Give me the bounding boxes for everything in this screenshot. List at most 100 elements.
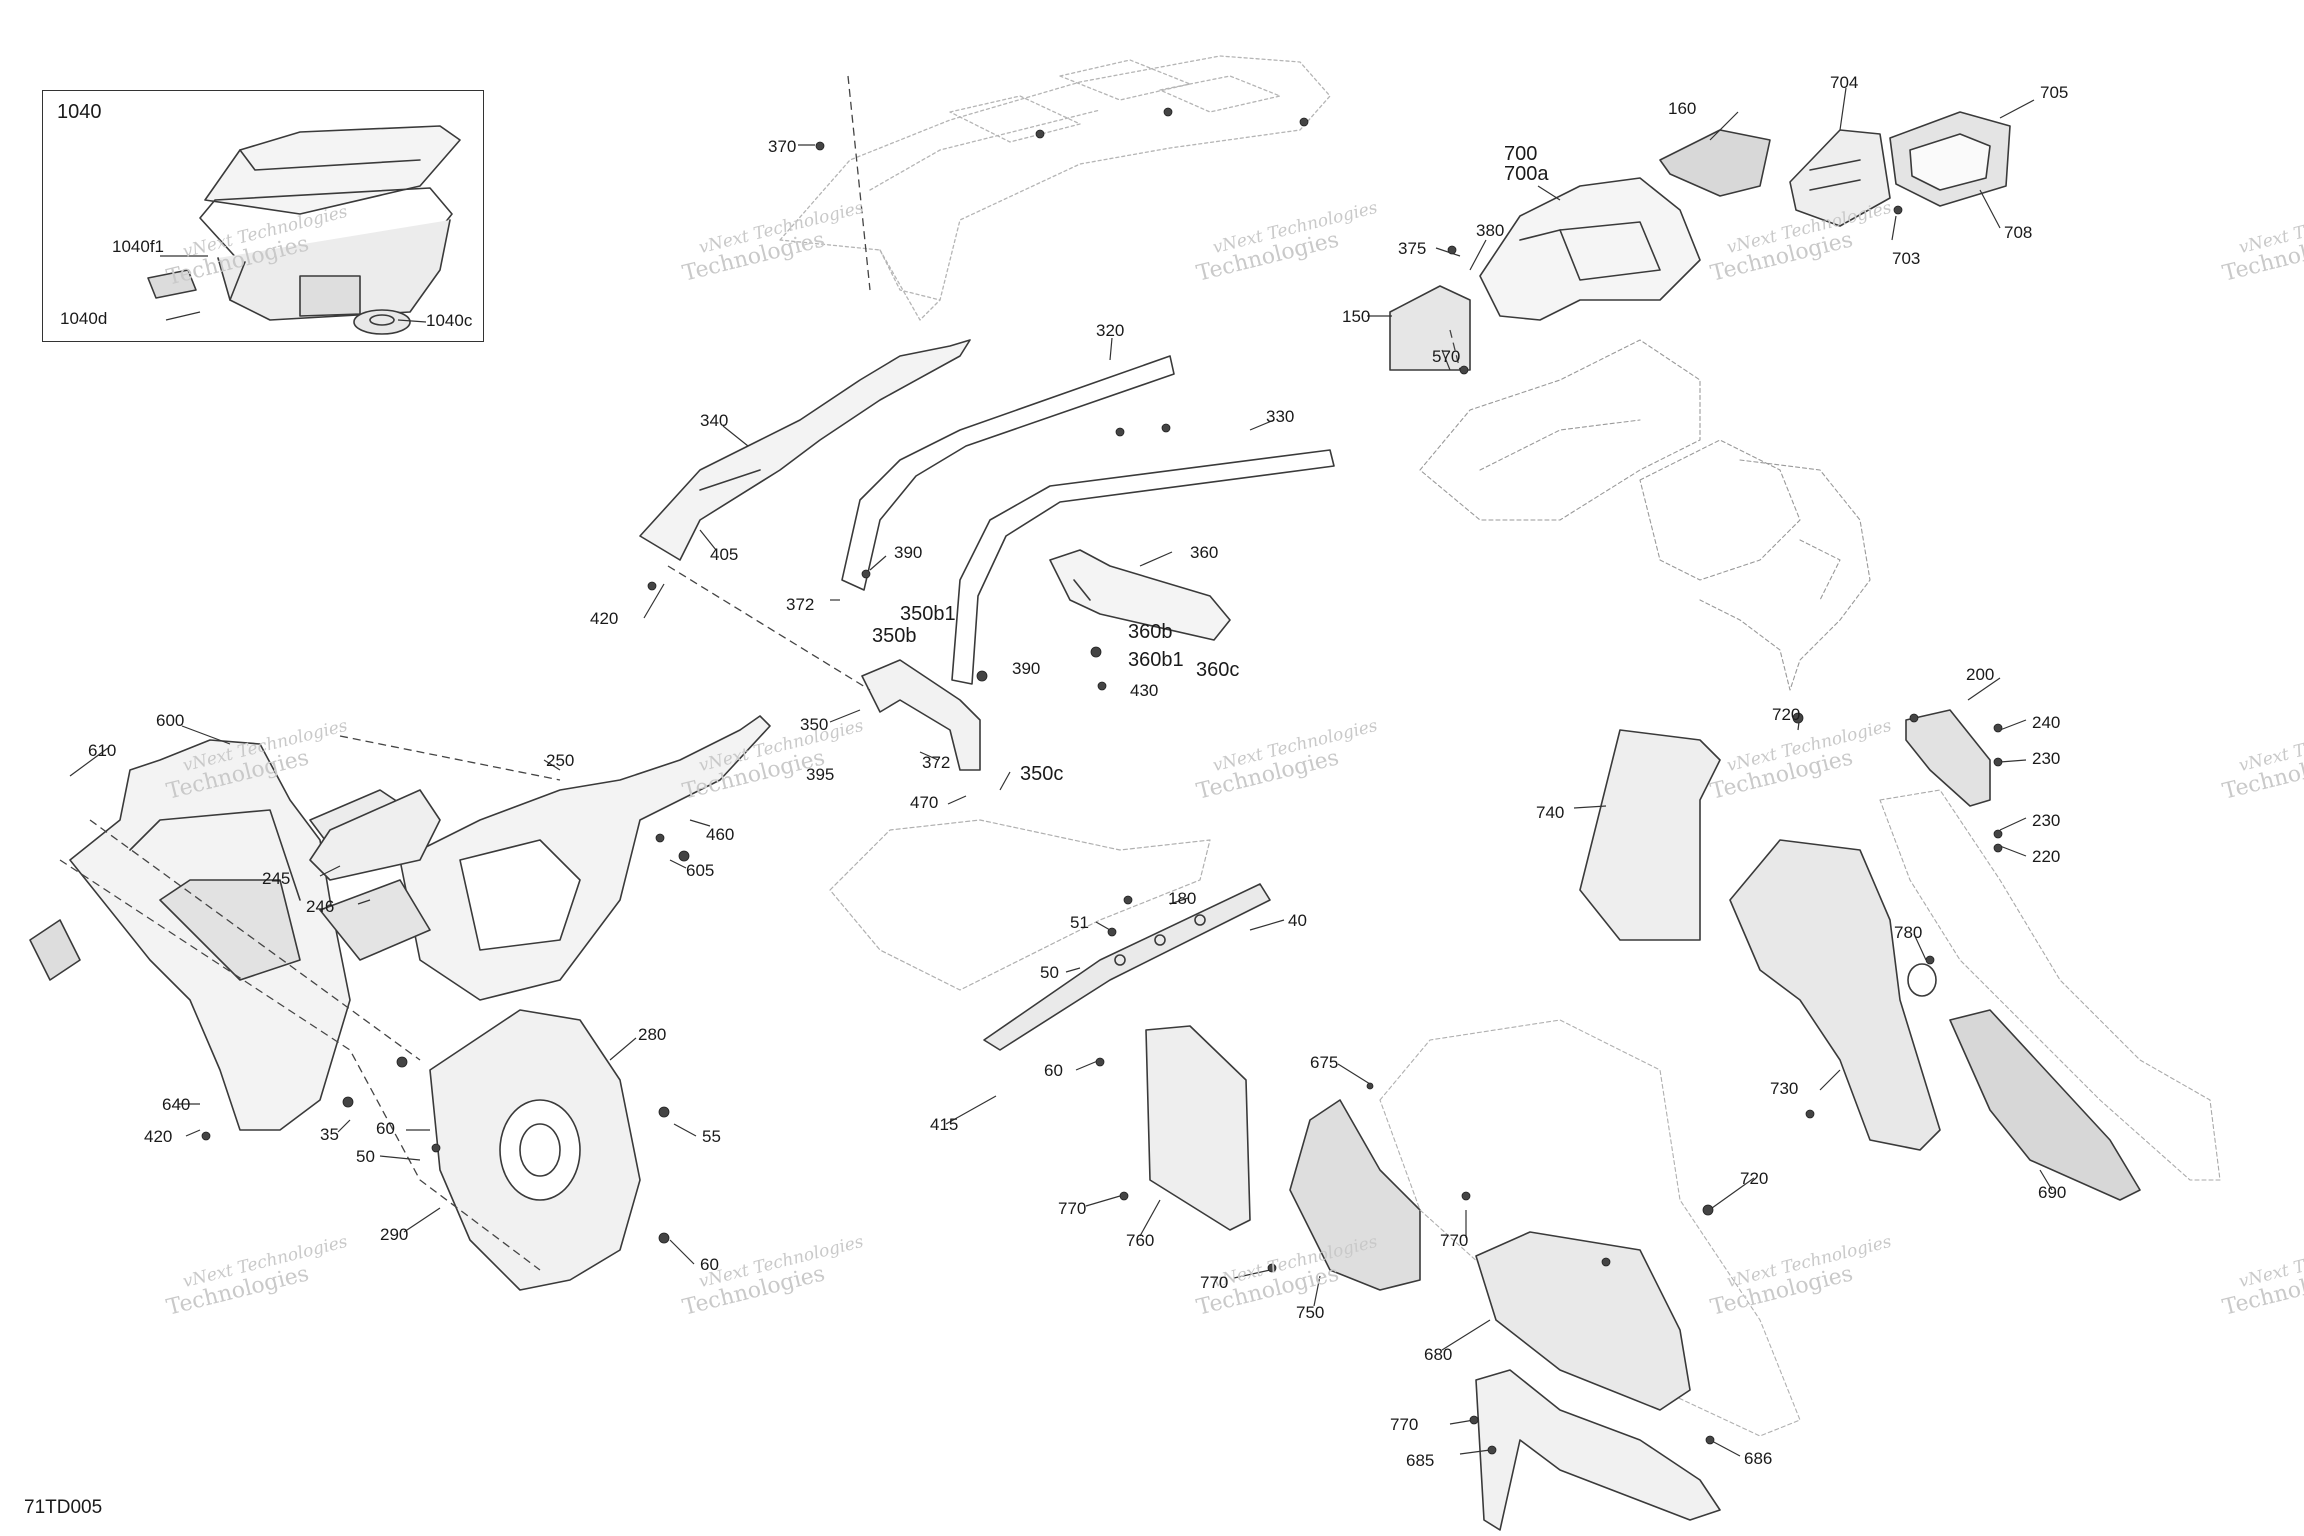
callout: 570 bbox=[1432, 347, 1461, 366]
callout: 770 bbox=[1200, 1273, 1229, 1292]
callout: 340 bbox=[700, 411, 729, 430]
figure-id: 71TD005 bbox=[24, 1497, 103, 1518]
callout: 700a bbox=[1504, 163, 1549, 185]
callout: 330 bbox=[1266, 407, 1295, 426]
part-rear-fender-faded bbox=[1879, 789, 2221, 1181]
callout: 675 bbox=[1310, 1053, 1339, 1072]
callout: 360b1 bbox=[1128, 649, 1184, 671]
callout: 246 bbox=[306, 897, 335, 916]
part-685-686-trim bbox=[1475, 1369, 1721, 1531]
part-680-door-panel bbox=[1475, 1231, 1691, 1411]
callout: 230 bbox=[2032, 811, 2061, 830]
part-700-dashboard bbox=[1389, 177, 1701, 371]
callout: 420 bbox=[590, 609, 619, 628]
callout: 720 bbox=[1772, 705, 1801, 724]
part-730-panel bbox=[1729, 839, 1941, 1151]
callout: 40 bbox=[1288, 911, 1307, 930]
callout: 350c bbox=[1020, 763, 1064, 785]
callout: 770 bbox=[1440, 1231, 1469, 1250]
part-360-bracket bbox=[1049, 549, 1231, 641]
part-330-tube bbox=[951, 449, 1335, 685]
callout: 350b1 bbox=[900, 603, 956, 625]
callout: 770 bbox=[1390, 1415, 1419, 1434]
callout: 320 bbox=[1096, 321, 1125, 340]
callout: 180 bbox=[1168, 889, 1197, 908]
callout: 605 bbox=[686, 861, 715, 880]
callout: 700 bbox=[1504, 143, 1538, 165]
callout: 250 bbox=[546, 751, 575, 770]
callout: 704 bbox=[1830, 73, 1859, 92]
part-245-246-vent bbox=[309, 789, 441, 881]
callout-1040f1: 1040f1 bbox=[112, 237, 164, 256]
callout: 350 bbox=[800, 715, 829, 734]
callout: 703 bbox=[1892, 249, 1921, 268]
part-280-bracket bbox=[429, 1009, 641, 1291]
callout: 200 bbox=[1966, 665, 1995, 684]
inset-storage-box: 1040 bbox=[42, 90, 484, 342]
callout: 240 bbox=[2032, 713, 2061, 732]
callout-1040d: 1040d bbox=[60, 309, 108, 328]
inset-title: 1040 bbox=[57, 101, 102, 123]
part-200-bracket bbox=[1905, 709, 1991, 807]
callout: 60 bbox=[1044, 1061, 1063, 1080]
callout: 51 bbox=[1070, 913, 1089, 932]
part-705-gauge-cluster bbox=[1889, 111, 2011, 207]
callout: 220 bbox=[2032, 847, 2061, 866]
callout: 780 bbox=[1894, 923, 1923, 942]
callout: 370 bbox=[768, 137, 797, 156]
callout: 390 bbox=[1012, 659, 1041, 678]
part-350-bracket bbox=[861, 659, 981, 771]
callout: 375 bbox=[1398, 239, 1427, 258]
callout: 740 bbox=[1536, 803, 1565, 822]
callout: 600 bbox=[156, 711, 185, 730]
callout: 35 bbox=[320, 1125, 339, 1144]
part-40-crossbar bbox=[983, 883, 1271, 1051]
callout: 245 bbox=[262, 869, 291, 888]
part-roof bbox=[779, 55, 1331, 321]
callout: 360b bbox=[1128, 621, 1173, 643]
callout: 430 bbox=[1130, 681, 1159, 700]
callout: 390 bbox=[894, 543, 923, 562]
callout: 150 bbox=[1342, 307, 1371, 326]
callout: 640 bbox=[162, 1095, 191, 1114]
part-760-panel bbox=[1145, 1025, 1251, 1231]
callout: 705 bbox=[2040, 83, 2069, 102]
part-740-panel bbox=[1579, 729, 1721, 941]
callout: 50 bbox=[1040, 963, 1059, 982]
callout: 360 bbox=[1190, 543, 1219, 562]
callout: 372 bbox=[786, 595, 815, 614]
part-hood-faded bbox=[829, 819, 1211, 991]
callout: 372 bbox=[922, 753, 951, 772]
callout: 470 bbox=[910, 793, 939, 812]
callout: 680 bbox=[1424, 1345, 1453, 1364]
callout: 350b bbox=[872, 625, 917, 647]
callout: 280 bbox=[638, 1025, 667, 1044]
callout: 730 bbox=[1770, 1079, 1799, 1098]
callout: 360c bbox=[1196, 659, 1240, 681]
callout: 770 bbox=[1058, 1199, 1087, 1218]
callout: 708 bbox=[2004, 223, 2033, 242]
callout: 686 bbox=[1744, 1449, 1773, 1468]
callout: 60 bbox=[700, 1255, 719, 1274]
callout: 55 bbox=[702, 1127, 721, 1146]
callout: 405 bbox=[710, 545, 739, 564]
callout: 415 bbox=[930, 1115, 959, 1134]
part-690-panel bbox=[1949, 1009, 2141, 1201]
callout-1040c: 1040c bbox=[426, 311, 473, 330]
callout: 610 bbox=[88, 741, 117, 760]
part-320-tube bbox=[841, 355, 1175, 591]
callout: 230 bbox=[2032, 749, 2061, 768]
part-1040-storage-box bbox=[147, 125, 461, 335]
part-704-bracket bbox=[1789, 129, 1891, 227]
callout: 685 bbox=[1406, 1451, 1435, 1470]
part-rear-frame-faded bbox=[1419, 339, 1871, 691]
callout: 750 bbox=[1296, 1303, 1325, 1322]
callout: 460 bbox=[706, 825, 735, 844]
callout: 420 bbox=[144, 1127, 173, 1146]
part-160-cover bbox=[1659, 129, 1771, 197]
callout: 760 bbox=[1126, 1231, 1155, 1250]
callout: 290 bbox=[380, 1225, 409, 1244]
part-600-side-frame bbox=[29, 739, 351, 1131]
